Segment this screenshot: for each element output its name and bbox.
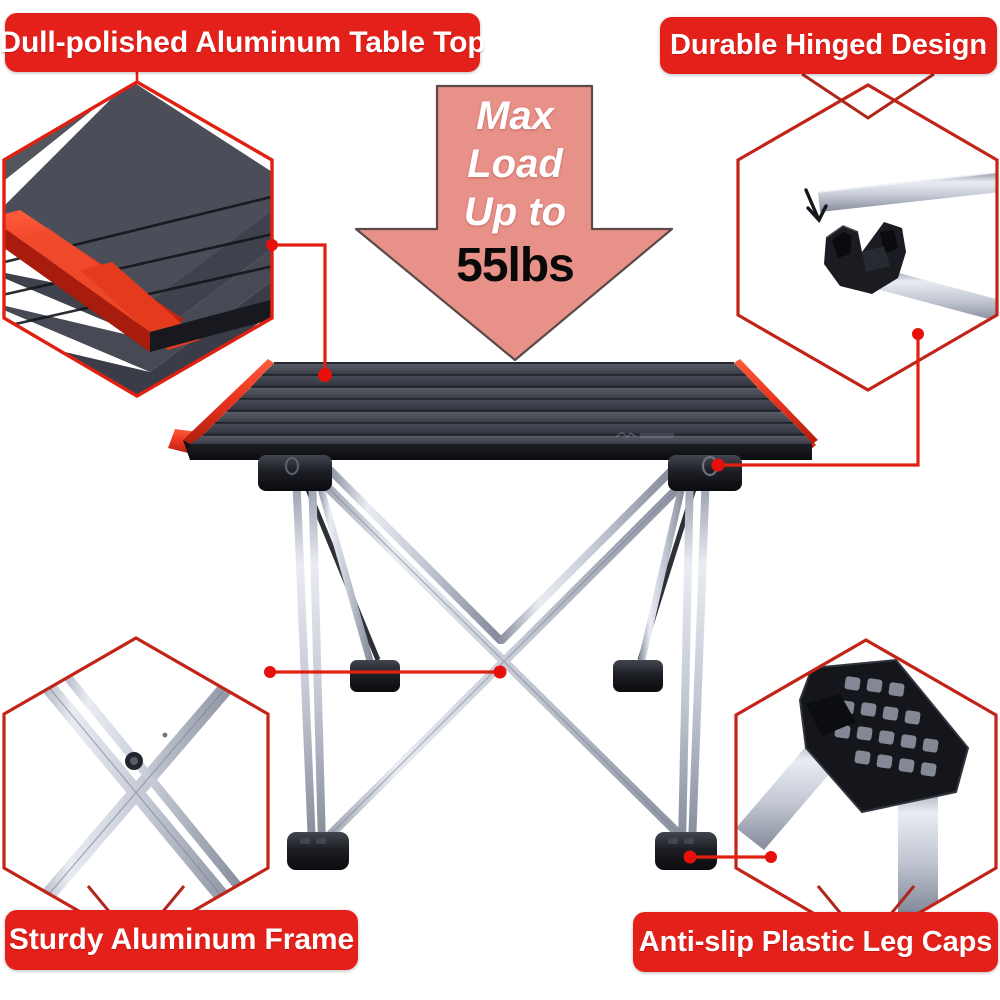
- callout-hinge-detail: [736, 83, 999, 392]
- table-frame: [258, 455, 742, 870]
- label-text: Sturdy Aluminum Frame: [8, 923, 355, 956]
- max-load-arrow: [354, 84, 674, 362]
- callout-leg-cap-detail: [734, 638, 998, 946]
- leg-cap: [287, 832, 717, 870]
- hinge-joint: [258, 455, 742, 491]
- label-dull-polished-aluminum-table-top: Dull-polished Aluminum Table Top: [0, 13, 486, 72]
- mid-foot: [350, 660, 663, 692]
- table-top: [168, 359, 818, 460]
- label-sturdy-aluminum-frame: Sturdy Aluminum Frame: [5, 910, 358, 970]
- label-text: Durable Hinged Design: [670, 29, 987, 61]
- brand-logo: [615, 431, 674, 438]
- label-anti-slip-plastic-leg-caps: Anti-slip Plastic Leg Caps: [633, 912, 998, 972]
- product-table: [168, 359, 818, 870]
- leader-dots: [264, 239, 924, 864]
- label-text: Anti-slip Plastic Leg Caps: [638, 925, 993, 958]
- label-text: Dull-polished Aluminum Table Top: [0, 25, 486, 59]
- callout-frame-detail: [2, 636, 270, 946]
- label-durable-hinged-design: Durable Hinged Design: [660, 17, 997, 74]
- down-arrow-icon: [804, 188, 828, 223]
- callout-table-top-detail: [2, 80, 274, 398]
